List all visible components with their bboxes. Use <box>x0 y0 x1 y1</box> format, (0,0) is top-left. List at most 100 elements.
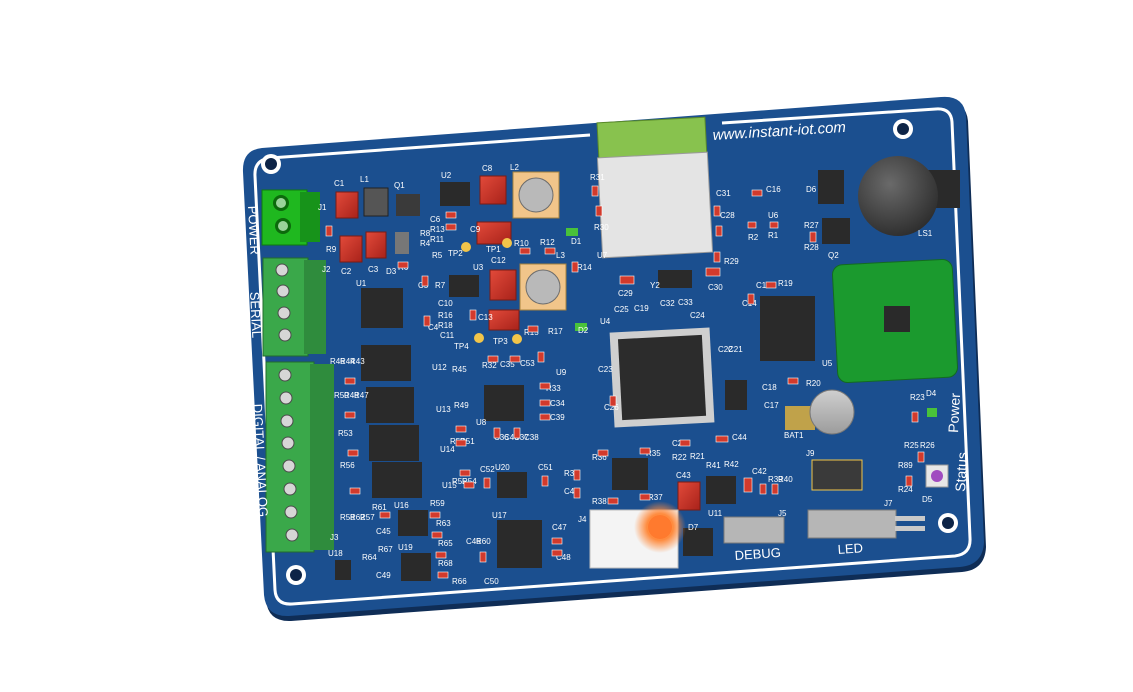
ref-q2: Q2 <box>828 251 839 260</box>
ref-r49: R49 <box>454 401 469 410</box>
driver-ics <box>361 345 422 498</box>
ref-r30: R30 <box>594 223 609 232</box>
ref-c23: C23 <box>598 365 613 374</box>
ref-c42: C42 <box>752 467 767 476</box>
ref-c32: C32 <box>660 299 675 308</box>
ref-c31: C31 <box>716 189 731 198</box>
ref-c4: C4 <box>428 323 439 332</box>
label-digital-analog: DIGITAL / ANALOG <box>250 403 271 517</box>
led-header[interactable] <box>807 509 925 539</box>
ref-r4: R4 <box>420 239 431 248</box>
ref-u13: U13 <box>436 405 451 414</box>
ref-c13: C13 <box>478 313 493 322</box>
capacitor-c43 <box>677 481 701 511</box>
ref-c53: C53 <box>520 359 535 368</box>
ref-r47: R47 <box>354 391 369 400</box>
test-points <box>461 238 522 344</box>
ref-c21: C21 <box>728 345 743 354</box>
ref-c43: C43 <box>676 471 691 480</box>
ref-c17: C17 <box>764 401 779 410</box>
power-terminal-block[interactable] <box>261 189 320 246</box>
ref-r53: R53 <box>338 429 353 438</box>
ref-tp4: TP4 <box>454 342 469 351</box>
ref-r23: R23 <box>910 393 925 402</box>
ref-u1: U1 <box>356 279 367 288</box>
status-led-socket <box>925 464 949 488</box>
ref-c34: C34 <box>550 399 565 408</box>
ref-c30: C30 <box>708 283 723 292</box>
ref-l1: L1 <box>360 175 369 184</box>
ref-r13: R13 <box>430 225 445 234</box>
ref-j5: J5 <box>778 509 787 518</box>
ref-u8: U8 <box>476 418 487 427</box>
ref-c50: C50 <box>484 577 499 586</box>
ref-c16: C16 <box>766 185 781 194</box>
ref-r55: R55 <box>452 477 467 486</box>
ref-c18: C18 <box>762 383 777 392</box>
ref-c2: C2 <box>341 267 352 276</box>
ref-u16: U16 <box>394 501 409 510</box>
ref-r8: R8 <box>420 229 431 238</box>
ref-c10: C10 <box>438 299 453 308</box>
ref-r89: R89 <box>898 461 913 470</box>
ref-j1: J1 <box>318 203 327 212</box>
ref-r10: R10 <box>514 239 529 248</box>
ref-c47: C47 <box>552 523 567 532</box>
ref-r37: R37 <box>648 493 663 502</box>
connector-j9[interactable] <box>811 459 863 491</box>
ref-r67: R67 <box>378 545 393 554</box>
silkscreen-outline <box>253 107 972 606</box>
ref-c38: C38 <box>524 433 539 442</box>
ref-c22: C22 <box>718 345 733 354</box>
ref-u15: U15 <box>442 481 457 490</box>
ref-c52: C52 <box>480 465 495 474</box>
ref-r26: R26 <box>920 441 935 450</box>
label-status-led: Status <box>952 452 970 492</box>
ref-r68: R68 <box>438 559 453 568</box>
ref-c29: C29 <box>618 289 633 298</box>
ref-r27: R27 <box>804 221 819 230</box>
ref-u20: U20 <box>495 463 510 472</box>
label-power: POWER <box>245 205 263 255</box>
wifi-module <box>596 116 714 259</box>
misc-ics <box>335 170 850 581</box>
ref-c39: C39 <box>550 413 565 422</box>
ref-c24: C24 <box>690 311 705 320</box>
digital-analog-terminal-block[interactable] <box>265 361 334 553</box>
ref-r43: R43 <box>350 357 365 366</box>
ref-r9: R9 <box>326 245 337 254</box>
ref-c49: C49 <box>376 571 391 580</box>
ref-c26: C26 <box>604 403 619 412</box>
ref-u11: U11 <box>708 509 723 518</box>
ref-c9: C9 <box>470 225 481 234</box>
coin-battery <box>785 389 855 435</box>
label-serial: SERIAL <box>247 291 264 338</box>
ref-r25: R25 <box>904 441 919 450</box>
ref-r59: R59 <box>430 499 445 508</box>
ref-r56: R56 <box>340 461 355 470</box>
ref-d6: D6 <box>806 185 817 194</box>
ref-d3: D3 <box>386 267 397 276</box>
power-components <box>335 171 567 331</box>
ref-tp3: TP3 <box>493 337 508 346</box>
ref-c1: C1 <box>334 179 345 188</box>
ref-r35: R35 <box>646 449 661 458</box>
ref-d7: D7 <box>688 523 699 532</box>
ref-r28: R28 <box>804 243 819 252</box>
ref-q1: Q1 <box>394 181 405 190</box>
ref-tp2: TP2 <box>448 249 463 258</box>
ref-r18: R18 <box>438 321 453 330</box>
ref-l2: L2 <box>510 163 519 172</box>
ref-r19: R19 <box>778 279 793 288</box>
ref-c33: C33 <box>678 298 693 307</box>
orange-led <box>648 515 672 539</box>
ref-r39: R39 <box>768 475 783 484</box>
serial-terminal-block[interactable] <box>262 257 326 357</box>
ref-r32: R32 <box>482 361 497 370</box>
ref-r31: R31 <box>590 173 605 182</box>
ref-r24: R24 <box>898 485 913 494</box>
ref-r42: R42 <box>724 460 739 469</box>
debug-header[interactable] <box>723 516 785 544</box>
ref-d2: D2 <box>578 326 589 335</box>
